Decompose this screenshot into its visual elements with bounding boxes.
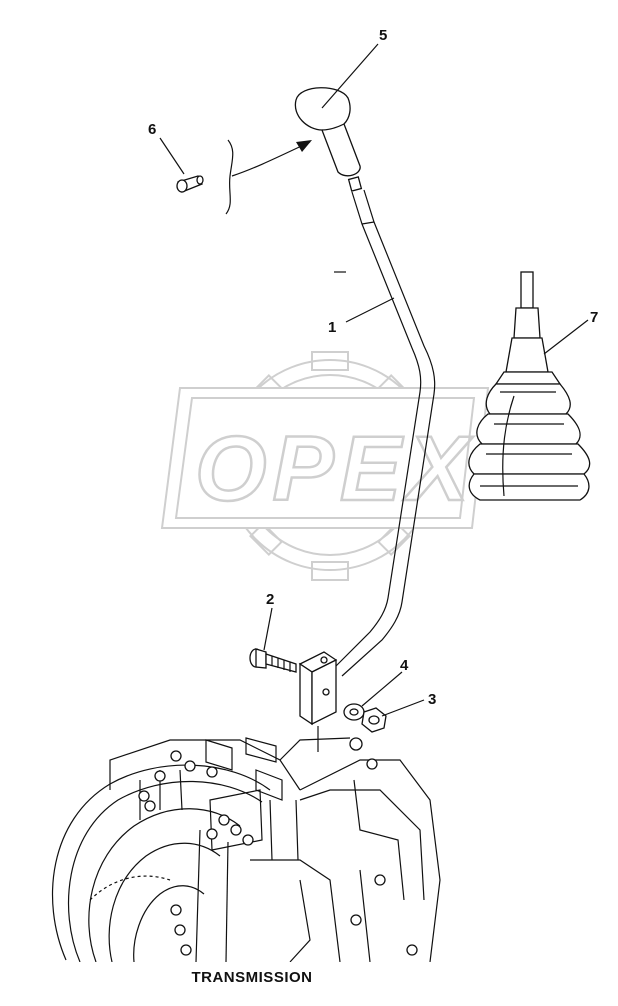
caption-background bbox=[0, 962, 618, 1006]
clamp-block-part bbox=[298, 651, 338, 752]
caption-transmission: TRANSMISSION bbox=[191, 969, 312, 986]
watermark-frame-inner bbox=[174, 397, 476, 519]
nut-part bbox=[361, 707, 387, 733]
watermark-text: OPEX bbox=[195, 418, 475, 520]
washer-part bbox=[343, 703, 365, 721]
lever-rod-part bbox=[333, 189, 436, 677]
callout-labels: 5 6 1 7 2 4 3 bbox=[148, 27, 598, 708]
callout-leaders bbox=[159, 43, 589, 717]
knob-part bbox=[294, 87, 363, 192]
bolt-part bbox=[249, 648, 297, 673]
watermark-gear bbox=[224, 351, 436, 581]
callout-2: 2 bbox=[266, 591, 274, 608]
pin-part bbox=[176, 139, 312, 215]
callout-7: 7 bbox=[590, 309, 598, 326]
boot-part bbox=[468, 271, 591, 501]
callout-5: 5 bbox=[379, 27, 387, 44]
callout-4: 4 bbox=[400, 657, 409, 674]
callout-6: 6 bbox=[148, 121, 156, 138]
opex-watermark: OPEX bbox=[160, 351, 490, 581]
callout-1: 1 bbox=[328, 319, 336, 336]
callout-3: 3 bbox=[428, 691, 436, 708]
watermark-frame bbox=[160, 387, 490, 529]
transmission-housing bbox=[51, 737, 441, 963]
